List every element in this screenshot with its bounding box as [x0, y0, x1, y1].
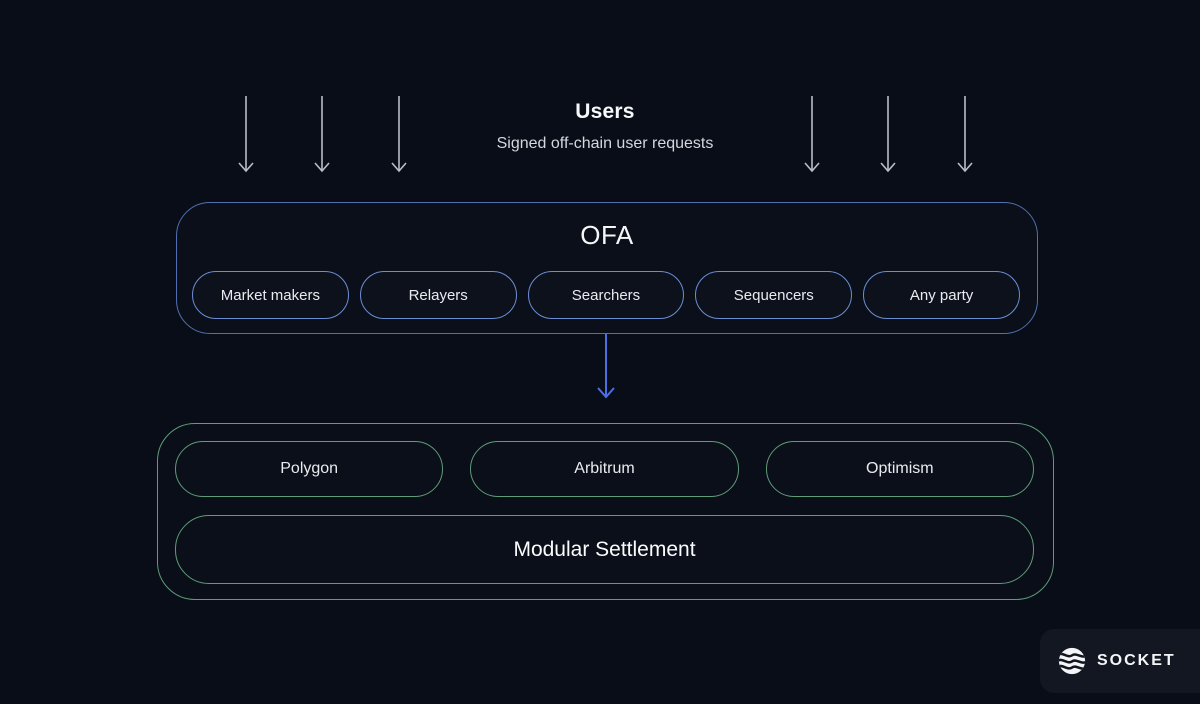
ofa-pill-relayers: Relayers — [359, 271, 517, 319]
ofa-box: OFA Market makers Relayers Searchers Seq… — [176, 202, 1038, 334]
down-arrow-icon — [238, 96, 254, 173]
ofa-pill-searchers: Searchers — [527, 271, 685, 319]
chain-pill-arbitrum: Arbitrum — [470, 441, 739, 497]
modular-settlement-pill: Modular Settlement — [175, 515, 1034, 584]
down-arrow-icon — [314, 96, 330, 173]
down-arrow-icon — [391, 96, 407, 173]
down-arrow-icon — [804, 96, 820, 173]
down-arrow-icon — [880, 96, 896, 173]
users-subtitle: Signed off-chain user requests — [496, 135, 714, 152]
ofa-pill-any-party: Any party — [863, 271, 1020, 319]
connector-down-arrow-icon — [597, 334, 615, 399]
chain-pill-optimism: Optimism — [765, 441, 1034, 497]
ofa-title: OFA — [580, 220, 634, 250]
modular-settlement-box: Polygon Arbitrum Optimism Modular Settle… — [157, 423, 1054, 600]
socket-wave-sphere-icon — [1058, 647, 1086, 675]
chain-pill-polygon: Polygon — [175, 441, 444, 497]
brand-name: SOCKET — [1097, 652, 1176, 669]
ofa-pill-row: Market makers Relayers Searchers Sequenc… — [192, 271, 1020, 319]
users-title: Users — [575, 100, 635, 123]
users-header: Users Signed off-chain user requests — [405, 100, 805, 153]
ofa-pill-sequencers: Sequencers — [695, 271, 853, 319]
down-arrow-icon — [957, 96, 973, 173]
ofa-pill-market-makers: Market makers — [192, 271, 349, 319]
chain-pill-row: Polygon Arbitrum Optimism — [175, 441, 1034, 497]
brand-panel: SOCKET — [1040, 629, 1200, 693]
